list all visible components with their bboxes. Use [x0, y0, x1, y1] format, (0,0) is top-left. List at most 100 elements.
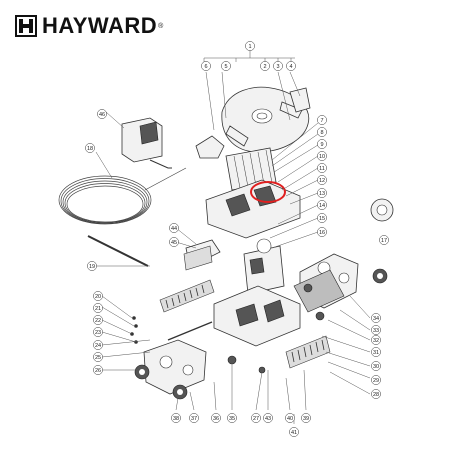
- callout-bubble: [93, 303, 103, 313]
- callout-number: 6: [204, 64, 207, 70]
- callout-bubble: [317, 188, 327, 198]
- callout-bubble: [93, 365, 103, 375]
- callout-number: 43: [265, 416, 271, 422]
- left-wheel-rear: [172, 384, 188, 400]
- callout-bubble: [93, 352, 103, 362]
- callout-15: 15: [317, 213, 327, 223]
- brand-name: HAYWARD: [42, 13, 158, 38]
- callout-12: 12: [317, 175, 327, 185]
- right-small-parts: [227, 283, 325, 374]
- callout-46: 46: [97, 109, 107, 119]
- callout-bubble: [317, 163, 327, 173]
- callout-number: 5: [224, 64, 227, 70]
- callout-number: 27: [253, 416, 259, 422]
- callout-19: 19: [87, 261, 97, 271]
- callout-bubble: [263, 413, 273, 423]
- callout-number: 26: [95, 368, 101, 374]
- callout-bubble: [371, 313, 381, 323]
- callout-22: 22: [93, 315, 103, 325]
- callout-number: 11: [319, 166, 325, 172]
- callout-bubble: [317, 151, 327, 161]
- callout-bubble: [317, 227, 327, 237]
- callout-37: 37: [189, 413, 199, 423]
- callout-bubble: [286, 61, 296, 71]
- callout-bubble: [245, 41, 255, 51]
- callout-34: 34: [371, 313, 381, 323]
- callout-bubble: [171, 413, 181, 423]
- callout-number: 14: [319, 203, 325, 209]
- hayward-logo: HAYWARD ®: [14, 14, 163, 38]
- registered-mark: ®: [158, 22, 164, 30]
- callout-bubble: [371, 389, 381, 399]
- callout-number: 24: [95, 343, 101, 349]
- callout-number: 4: [289, 64, 292, 70]
- callout-number: 10: [319, 154, 325, 160]
- callout-bubble: [260, 61, 270, 71]
- callout-bubble: [93, 315, 103, 325]
- callout-number: 37: [191, 416, 197, 422]
- callout-35: 35: [227, 413, 237, 423]
- callout-number: 17: [381, 238, 387, 244]
- callout-14: 14: [317, 200, 327, 210]
- callout-10: 10: [317, 151, 327, 161]
- callout-bubble: [371, 361, 381, 371]
- callout-bubble: [371, 347, 381, 357]
- callout-3: 3: [273, 61, 283, 71]
- callout-8: 8: [317, 127, 327, 137]
- callout-bubble: [169, 223, 179, 233]
- callout-number: 20: [95, 294, 101, 300]
- callout-17: 17: [379, 235, 389, 245]
- callout-number: 28: [373, 392, 379, 398]
- callout-18: 18: [85, 143, 95, 153]
- callout-bubble: [97, 109, 107, 119]
- left-wheel-front: [134, 364, 150, 380]
- upper-brush-small: [183, 245, 213, 271]
- callout-bubble: [317, 175, 327, 185]
- callout-4: 4: [286, 61, 296, 71]
- hub-disc: [370, 198, 394, 222]
- callout-number: 19: [89, 264, 95, 270]
- callout-bubble: [371, 375, 381, 385]
- callout-bubble: [211, 413, 221, 423]
- callout-bubble: [87, 261, 97, 271]
- callout-number: 2: [263, 64, 266, 70]
- callout-number: 12: [319, 178, 325, 184]
- callout-45: 45: [169, 237, 179, 247]
- callout-5: 5: [221, 61, 231, 71]
- cable-coil: [58, 167, 187, 225]
- callout-bubble: [317, 127, 327, 137]
- callout-number: 36: [213, 416, 219, 422]
- small-cover: [195, 135, 225, 159]
- callout-bubble: [371, 325, 381, 335]
- callout-27: 27: [251, 413, 261, 423]
- callout-6: 6: [201, 61, 211, 71]
- power-supply: [121, 117, 172, 169]
- callout-number: 21: [95, 306, 101, 312]
- callout-bubble: [85, 143, 95, 153]
- handle-flap: [289, 87, 311, 113]
- callout-number: 46: [99, 112, 105, 118]
- callout-number: 38: [173, 416, 179, 422]
- callout-number: 33: [373, 328, 379, 334]
- filter-panel: [225, 147, 277, 191]
- callout-number: 15: [319, 216, 325, 222]
- callout-25: 25: [93, 352, 103, 362]
- screw-set: [130, 316, 138, 344]
- right-wheel-top: [372, 268, 388, 284]
- callout-9: 9: [317, 139, 327, 149]
- callout-28: 28: [371, 389, 381, 399]
- callout-number: 18: [87, 146, 93, 152]
- callout-bubble: [317, 139, 327, 149]
- callout-13: 13: [317, 188, 327, 198]
- callout-41: 41: [289, 427, 299, 437]
- callout-bubble: [285, 413, 295, 423]
- callout-bubble: [93, 291, 103, 301]
- callout-40: 40: [285, 413, 295, 423]
- callout-number: 29: [373, 378, 379, 384]
- callout-20: 20: [93, 291, 103, 301]
- callout-38: 38: [171, 413, 181, 423]
- callout-bubble: [169, 237, 179, 247]
- lower-right-brush: [285, 335, 331, 369]
